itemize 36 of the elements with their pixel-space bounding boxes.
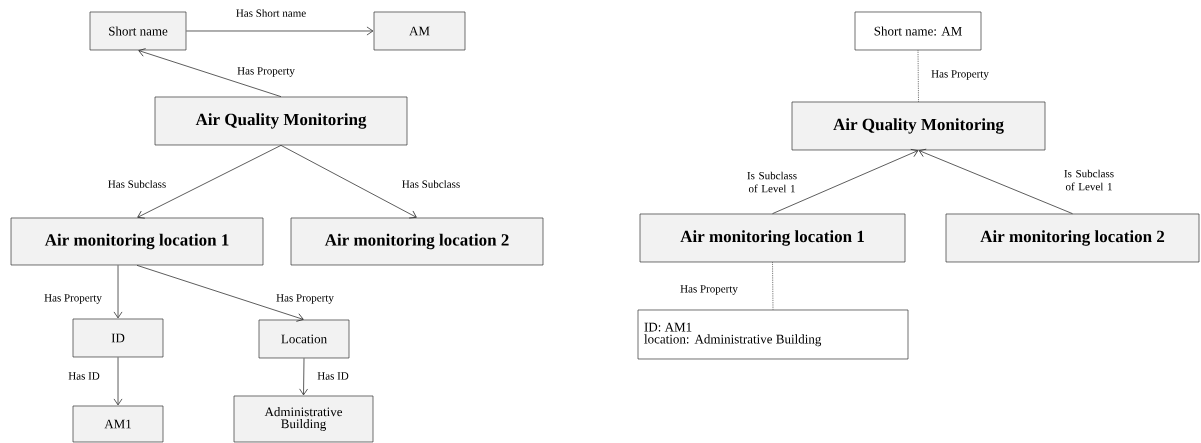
edge-label: Has Property xyxy=(236,66,296,78)
class-box: Air monitoring location 1 xyxy=(639,213,906,263)
arrow xyxy=(113,264,123,319)
arrow xyxy=(137,144,282,219)
arrow xyxy=(136,264,304,322)
property-box: ID: AM1 location: Administrative Building xyxy=(637,309,909,360)
concept-box: Location xyxy=(258,319,350,359)
class-box: Air Quality Monitoring xyxy=(791,101,1046,151)
edge-label: Has ID xyxy=(316,371,350,381)
concept-box: Short name xyxy=(89,11,187,51)
concept-box: ID xyxy=(72,318,164,358)
edge-label: Is Subclass of Level 1 xyxy=(736,170,808,194)
edge-label: Has ID xyxy=(67,371,101,381)
concept-box: Short name: AM xyxy=(854,11,982,51)
class-box: Air monitoring location 2 xyxy=(290,217,544,266)
edge-label: Is Subclass of Level 1 xyxy=(1053,168,1125,192)
arrow xyxy=(113,356,123,406)
edge-label: Has Subclass xyxy=(106,179,168,189)
edge-label: Has Subclass xyxy=(400,179,462,189)
arrow xyxy=(299,357,308,396)
concept-box: AM1 xyxy=(72,405,164,443)
edge-label: Has Property xyxy=(43,293,103,305)
edge-label: Has Short name xyxy=(234,8,308,18)
arrow xyxy=(280,144,417,219)
concept-box: AM xyxy=(373,11,466,51)
class-box: Air monitoring location 1 xyxy=(10,217,264,266)
edge-label: Has Property xyxy=(275,293,335,305)
edge-label: Has Property xyxy=(679,284,739,296)
concept-box: Administrative Building xyxy=(233,395,374,443)
class-box: Air monitoring location 2 xyxy=(945,213,1200,263)
arrow xyxy=(772,148,919,215)
class-box: Air Quality Monitoring xyxy=(154,96,408,146)
arrow xyxy=(185,26,374,36)
arrow xyxy=(138,48,282,98)
edge-label: Has Property xyxy=(930,69,990,81)
arrow xyxy=(918,148,1073,215)
